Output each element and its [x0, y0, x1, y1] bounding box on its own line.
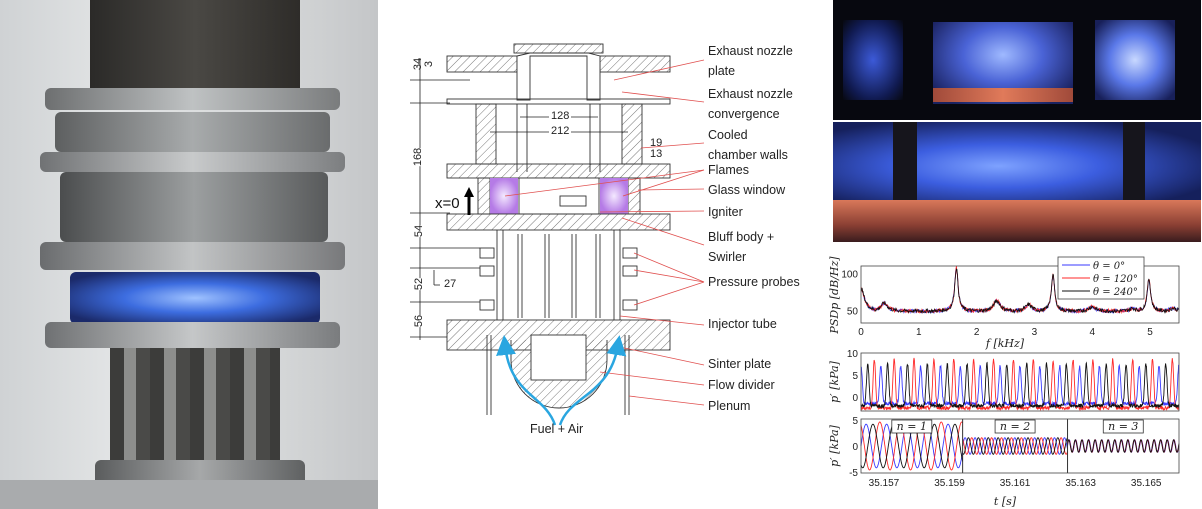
pressure-ytick: 10 [847, 349, 859, 360]
label-glass-window: Glass window [708, 183, 786, 197]
mode-series-2-2 [1067, 439, 1180, 453]
psd-ytick: 100 [841, 269, 858, 280]
mode-series-1-2 [962, 437, 1068, 455]
psd-xtick: 2 [974, 327, 980, 338]
pressure-series-2 [860, 361, 1180, 410]
flange [45, 322, 340, 348]
flange [40, 152, 345, 172]
chamber-section [60, 172, 328, 242]
pressure-ylabel: p′ [kPa] [828, 360, 841, 402]
psd-ytick: 50 [847, 306, 859, 317]
mode-label: n = 1 [897, 420, 927, 433]
dim-54: 54 [413, 224, 426, 238]
label-flames: Flames [708, 163, 749, 177]
blue-flame-window [70, 272, 320, 324]
psd-xtick: 1 [916, 327, 922, 338]
mode-label-box [891, 419, 933, 434]
table [0, 480, 378, 509]
leader-lines [504, 59, 705, 406]
psd-xtick: 4 [1089, 327, 1095, 338]
mode-ytick: 5 [852, 416, 858, 427]
dim-19: 19 [650, 137, 663, 149]
mode-ytick: 0 [852, 442, 858, 453]
mode-series-1-0 [962, 437, 1068, 455]
chamber-section [55, 112, 330, 152]
inflow-label: Fuel + Air [530, 422, 584, 436]
flange [40, 242, 345, 270]
pressure-axes-frame [860, 352, 1180, 412]
flange [45, 88, 340, 110]
mode-series-0-1 [860, 421, 963, 471]
mode-xtick: 35.159 [934, 478, 965, 489]
pressure-ytick: 0 [852, 393, 858, 404]
flame-photo-wide [833, 0, 1201, 120]
mode-xlabel: t [s] [994, 495, 1017, 508]
mode-xtick: 35.157 [869, 478, 900, 489]
mode-series-0-0 [860, 423, 964, 469]
mode-axes-frame [860, 418, 1180, 474]
mode-ytick: -5 [849, 468, 858, 479]
origin-label: x=0 [435, 195, 460, 212]
inflow-arrow-left [496, 335, 557, 426]
psd-axes-frame [860, 265, 1180, 324]
psd-xtick: 5 [1147, 327, 1153, 338]
combustor-rig-photo [0, 0, 378, 509]
psd-xtick: 0 [858, 327, 864, 338]
flame-left [490, 178, 518, 214]
mode-label-box [994, 419, 1036, 434]
pressure-ytick: 5 [852, 371, 858, 382]
label-flow-divider: Flow divider [708, 378, 775, 392]
mode-xtick: 35.165 [1131, 478, 1162, 489]
dim-27: 27 [444, 278, 457, 290]
mode-label: n = 2 [1000, 420, 1030, 433]
label-igniter: Igniter [708, 205, 743, 219]
legend-entry: θ = 120° [1093, 274, 1138, 285]
psd-series-2 [860, 268, 1180, 315]
label-injector-tube: Injector tube [708, 317, 777, 331]
pressure-series-0 [860, 363, 1180, 407]
dim-13: 13 [650, 148, 663, 160]
mode-label-box [1102, 419, 1144, 434]
dim-56: 56 [413, 314, 426, 328]
label-plenum: Plenum [708, 399, 751, 413]
mode-xtick: 35.161 [1000, 478, 1031, 489]
psd-xlabel: f [kHz] [985, 337, 1025, 350]
dim-168: 168 [412, 147, 425, 167]
mode-ylabel: p′ [kPa] [828, 424, 841, 466]
label-pressure-probes: Pressure probes [708, 275, 800, 289]
label-sinter-plate: Sinter plate [708, 357, 772, 371]
dim-3: 3 [423, 60, 436, 68]
legend-entry: θ = 0° [1093, 261, 1125, 272]
dim-212: 212 [549, 125, 572, 137]
mode-label: n = 3 [1108, 420, 1138, 433]
pressure-series-1 [860, 357, 1180, 412]
combustor-cross-section-diagram [410, 43, 705, 426]
label-bluff-body-swirler: Bluff body +Swirler [708, 230, 775, 264]
dim-52: 52 [413, 277, 426, 291]
legend-entry: θ = 240° [1093, 287, 1138, 298]
mode-xtick: 35.163 [1065, 478, 1096, 489]
inflow-arrow-right [558, 335, 627, 426]
dim-128: 128 [549, 110, 572, 122]
injector-section [110, 348, 280, 468]
flame-photo-closeup [833, 122, 1201, 242]
exhaust-nozzle-plate-shape [513, 43, 604, 54]
psd-ylabel: PSDp [dB/Hz] [828, 256, 841, 335]
igniter-shape [559, 195, 587, 207]
exhaust-duct [90, 0, 300, 90]
psd-xtick: 3 [1032, 327, 1038, 338]
